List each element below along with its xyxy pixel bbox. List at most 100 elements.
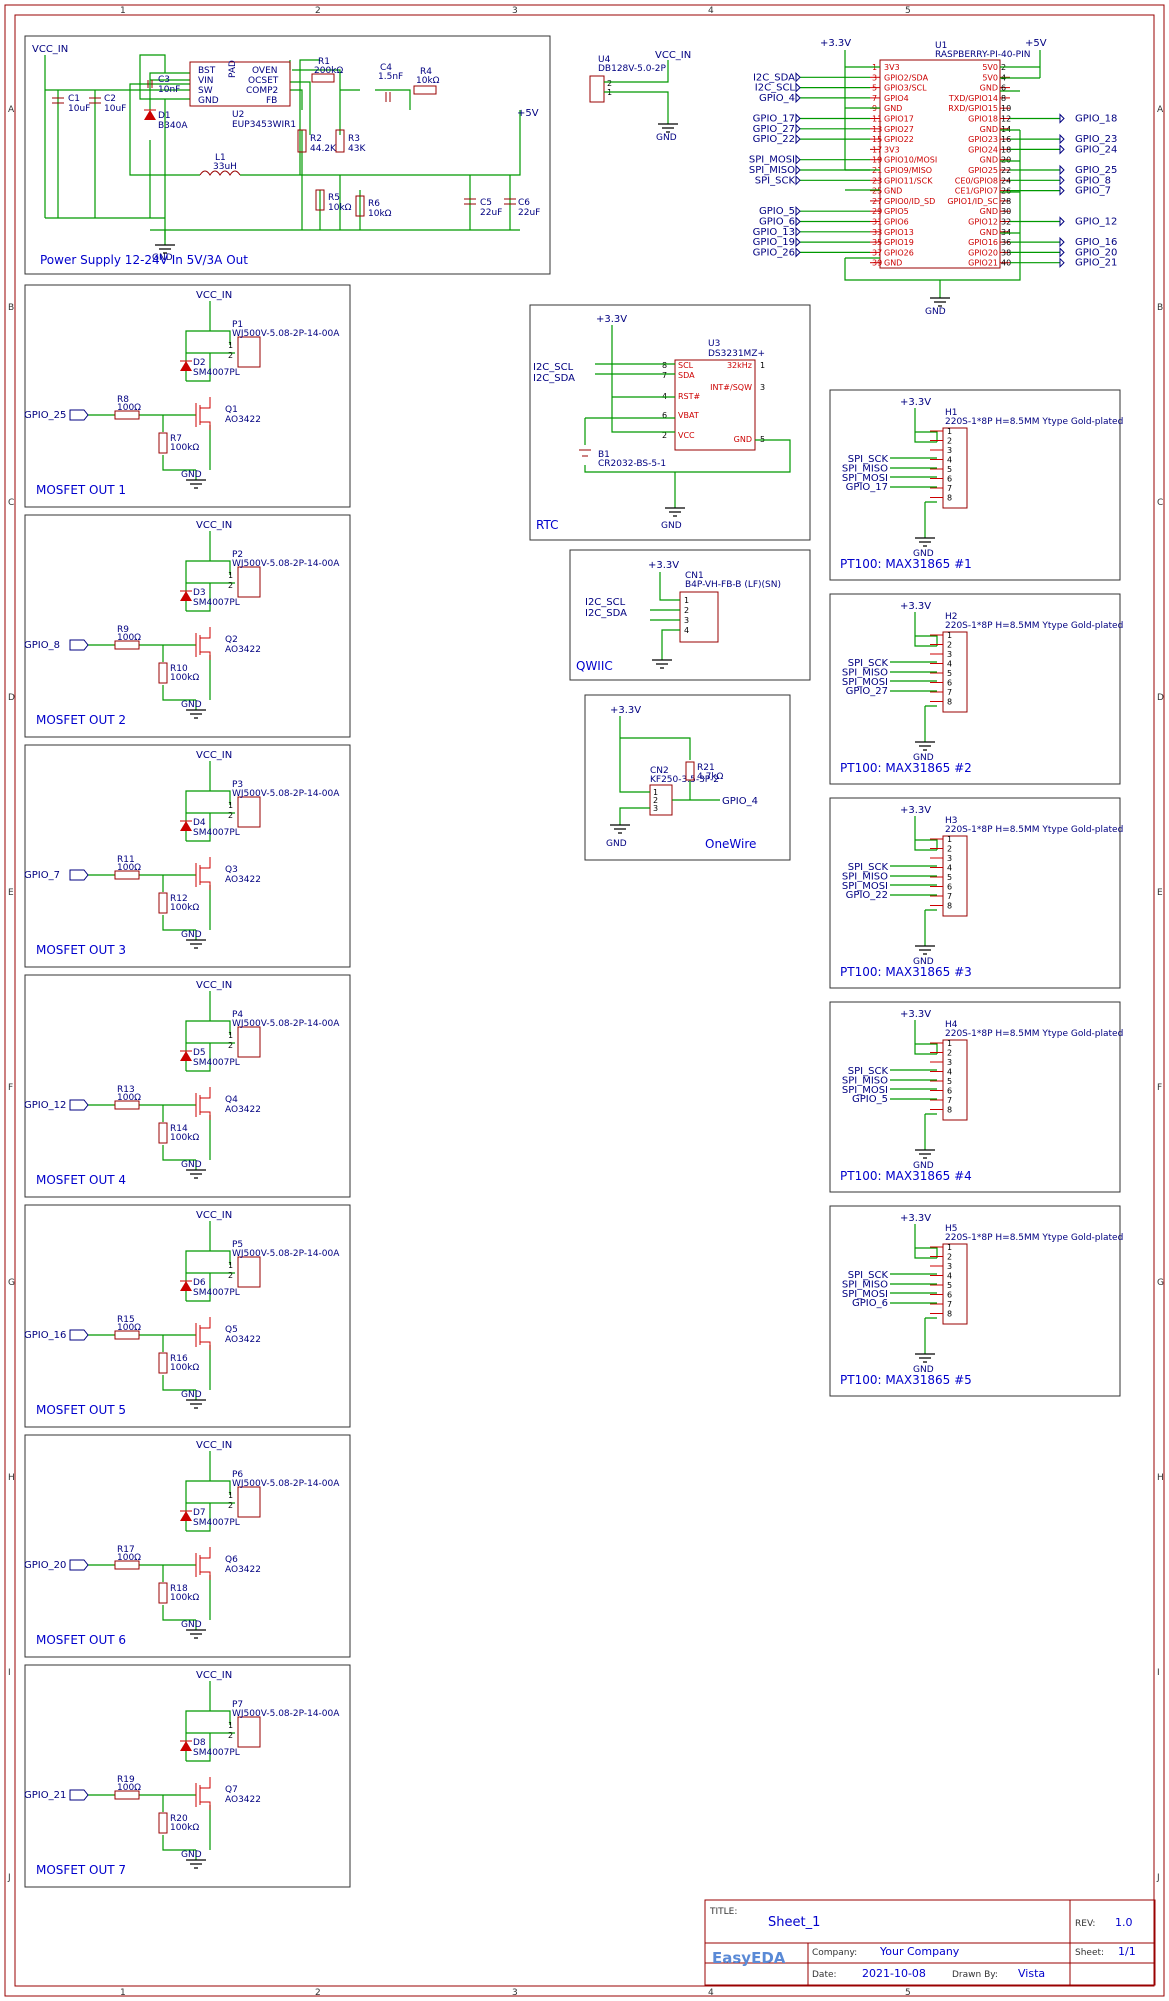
mosfet-value: AO3422 xyxy=(225,875,261,885)
mosfet-connector-pin: 1 xyxy=(228,801,233,810)
mosfet-title: MOSFET OUT 7 xyxy=(36,1863,126,1877)
ow-r21-ref: R21 xyxy=(697,763,715,773)
rtc-pin-number: 8 xyxy=(662,361,667,370)
rpi-pin-name: GPIO10/MOSI xyxy=(884,156,937,165)
rpi-net-label: SPI_SCK xyxy=(755,175,796,186)
qwiic-pin-number: 4 xyxy=(684,626,689,635)
pt100-cs-net: GPIO_27 xyxy=(846,686,888,697)
mosfet-connector-value: WJ500V-5.08-2P-14-00A xyxy=(232,1709,340,1719)
rpi-pin-name: GPIO5 xyxy=(884,207,909,216)
mosfet-diode-ref: D2 xyxy=(193,358,206,368)
mosfet-gpio-net: GPIO_25 xyxy=(24,410,66,421)
mosfet-connector-value: WJ500V-5.08-2P-14-00A xyxy=(232,789,340,799)
pt100-header-pin: 6 xyxy=(947,679,952,688)
mosfet-gate-resistor-value: 100Ω xyxy=(117,1323,141,1333)
rpi-net-label: GPIO_19 xyxy=(753,237,795,248)
ic-u2-body xyxy=(189,61,291,107)
rpi-pin-number: 28 xyxy=(1001,197,1011,206)
pt100-title: PT100: MAX31865 #5 xyxy=(840,1373,972,1387)
mosfet-connector-value: WJ500V-5.08-2P-14-00A xyxy=(232,1479,340,1489)
mosfet-diode-value: SM4007PL xyxy=(193,828,240,838)
mosfet-gnd-label: GND xyxy=(181,700,202,710)
mosfet-gate-resistor-ref: R19 xyxy=(117,1775,135,1785)
u4-gnd-label: GND xyxy=(656,133,677,143)
ruler-row: E xyxy=(1157,888,1163,898)
mosfet-diode-ref: D6 xyxy=(193,1278,206,1288)
mosfet-pulldown-value: 100kΩ xyxy=(170,1133,199,1143)
pt100-header-pin: 3 xyxy=(947,1058,952,1067)
mosfet-connector-ref: P5 xyxy=(232,1240,243,1250)
date-value: 2021-10-08 xyxy=(862,1967,926,1980)
gpio-port-icon xyxy=(69,1329,89,1341)
mosfet-ref: Q6 xyxy=(225,1555,238,1565)
mosfet-ref: Q1 xyxy=(225,405,238,415)
pt100-header-pin: 1 xyxy=(947,631,952,640)
diode-d1-symbol xyxy=(144,110,156,120)
rpi-pin-name: GPIO26 xyxy=(884,248,914,257)
rpi-pin-name: GPIO16 xyxy=(968,238,998,247)
rpi-pin-number: 24 xyxy=(1001,176,1011,185)
mosfet-title: MOSFET OUT 1 xyxy=(36,483,126,497)
pt100-header-pin: 7 xyxy=(947,892,952,901)
rpi-3v3-label: +3.3V xyxy=(820,38,851,49)
mosfet-diode-value: SM4007PL xyxy=(193,368,240,378)
mosfet-diode-value: SM4007PL xyxy=(193,1288,240,1298)
mosfet-value: AO3422 xyxy=(225,415,261,425)
pt100-header-pin: 5 xyxy=(947,465,952,474)
pt100-header-pin: 8 xyxy=(947,1106,952,1115)
pt100-title: PT100: MAX31865 #4 xyxy=(840,1169,972,1183)
pt100-header-pin: 8 xyxy=(947,902,952,911)
qwiic-cn1-value: B4P-VH-FB-B (LF)(SN) xyxy=(685,580,781,590)
mosfet-vcc-label: VCC_IN xyxy=(196,290,232,301)
rpi-pin-number: 10 xyxy=(1001,104,1011,113)
rpi-net-label: SPI_MOSI xyxy=(749,155,795,166)
rpi-net-label: I2C_SDA xyxy=(753,72,795,83)
resistor-icon xyxy=(158,1352,168,1374)
mosfet-vcc-label: VCC_IN xyxy=(196,520,232,531)
pt100-header-pin: 2 xyxy=(947,845,952,854)
rpi-net-label: GPIO_4 xyxy=(759,93,795,104)
rpi-pin-name: GPIO27 xyxy=(884,125,914,134)
rtc-scl-net: I2C_SCL xyxy=(533,362,574,373)
pt100-spi-net: SPI_MISO xyxy=(842,464,888,475)
rpi-pin-number: 26 xyxy=(1001,187,1011,196)
pt100-header-pin: 2 xyxy=(947,1253,952,1262)
pt100-spi-net: SPI_MOSI xyxy=(842,677,888,688)
rpi-pin-number: 15 xyxy=(872,135,882,144)
gpio-port-icon xyxy=(69,869,89,881)
rpi-pin-name: GPIO24 xyxy=(968,145,998,154)
rpi-net-label: GPIO_7 xyxy=(1075,186,1111,197)
mosfet-gpio-net: GPIO_7 xyxy=(24,870,60,881)
ruler-column: 3 xyxy=(512,1988,518,1998)
rpi-pin-name: 3V3 xyxy=(884,145,900,154)
rpi-pin-name: GPIO1/ID_SC xyxy=(947,197,998,206)
mosfet-icon xyxy=(199,857,211,890)
mosfet-connector-pin: 2 xyxy=(228,1501,233,1510)
c4-value: 1.5nF xyxy=(378,72,403,82)
rpi-pin-name: 5V0 xyxy=(982,63,998,72)
mosfet-gate-resistor-ref: R17 xyxy=(117,1545,135,1555)
pt100-header-pin: 4 xyxy=(947,1272,952,1281)
pt100-header-ref: H4 xyxy=(945,1020,958,1030)
pt100-header-pin: 7 xyxy=(947,484,952,493)
ow-pin-number: 3 xyxy=(653,804,658,813)
rpi-pin-number: 40 xyxy=(1001,259,1011,268)
pt100-header-pin: 8 xyxy=(947,1310,952,1319)
title-block: TITLE: Sheet_1 REV: 1.0 EasyEDA Company:… xyxy=(704,1899,1156,1986)
rpi-pin-number: 31 xyxy=(872,218,882,227)
pt100-cs-net: GPIO_22 xyxy=(846,890,888,901)
mosfet-diode-value: SM4007PL xyxy=(193,1518,240,1528)
pt100-header-value: 220S-1*8P H=8.5MM Ytype Gold-plated xyxy=(945,825,1123,835)
qwiic-title: QWIIC xyxy=(576,659,613,673)
rpi-pin-number: 20 xyxy=(1001,156,1011,165)
rpi-pin-number: 39 xyxy=(872,259,882,268)
mosfet-pulldown-value: 100kΩ xyxy=(170,1593,199,1603)
c2-value: 10uF xyxy=(104,104,126,114)
mosfet-gate-resistor-ref: R8 xyxy=(117,395,129,405)
mosfet-diode-ref: D7 xyxy=(193,1508,206,1518)
resistor-icon xyxy=(114,1330,140,1340)
rtc-pin-number: 1 xyxy=(760,361,765,370)
